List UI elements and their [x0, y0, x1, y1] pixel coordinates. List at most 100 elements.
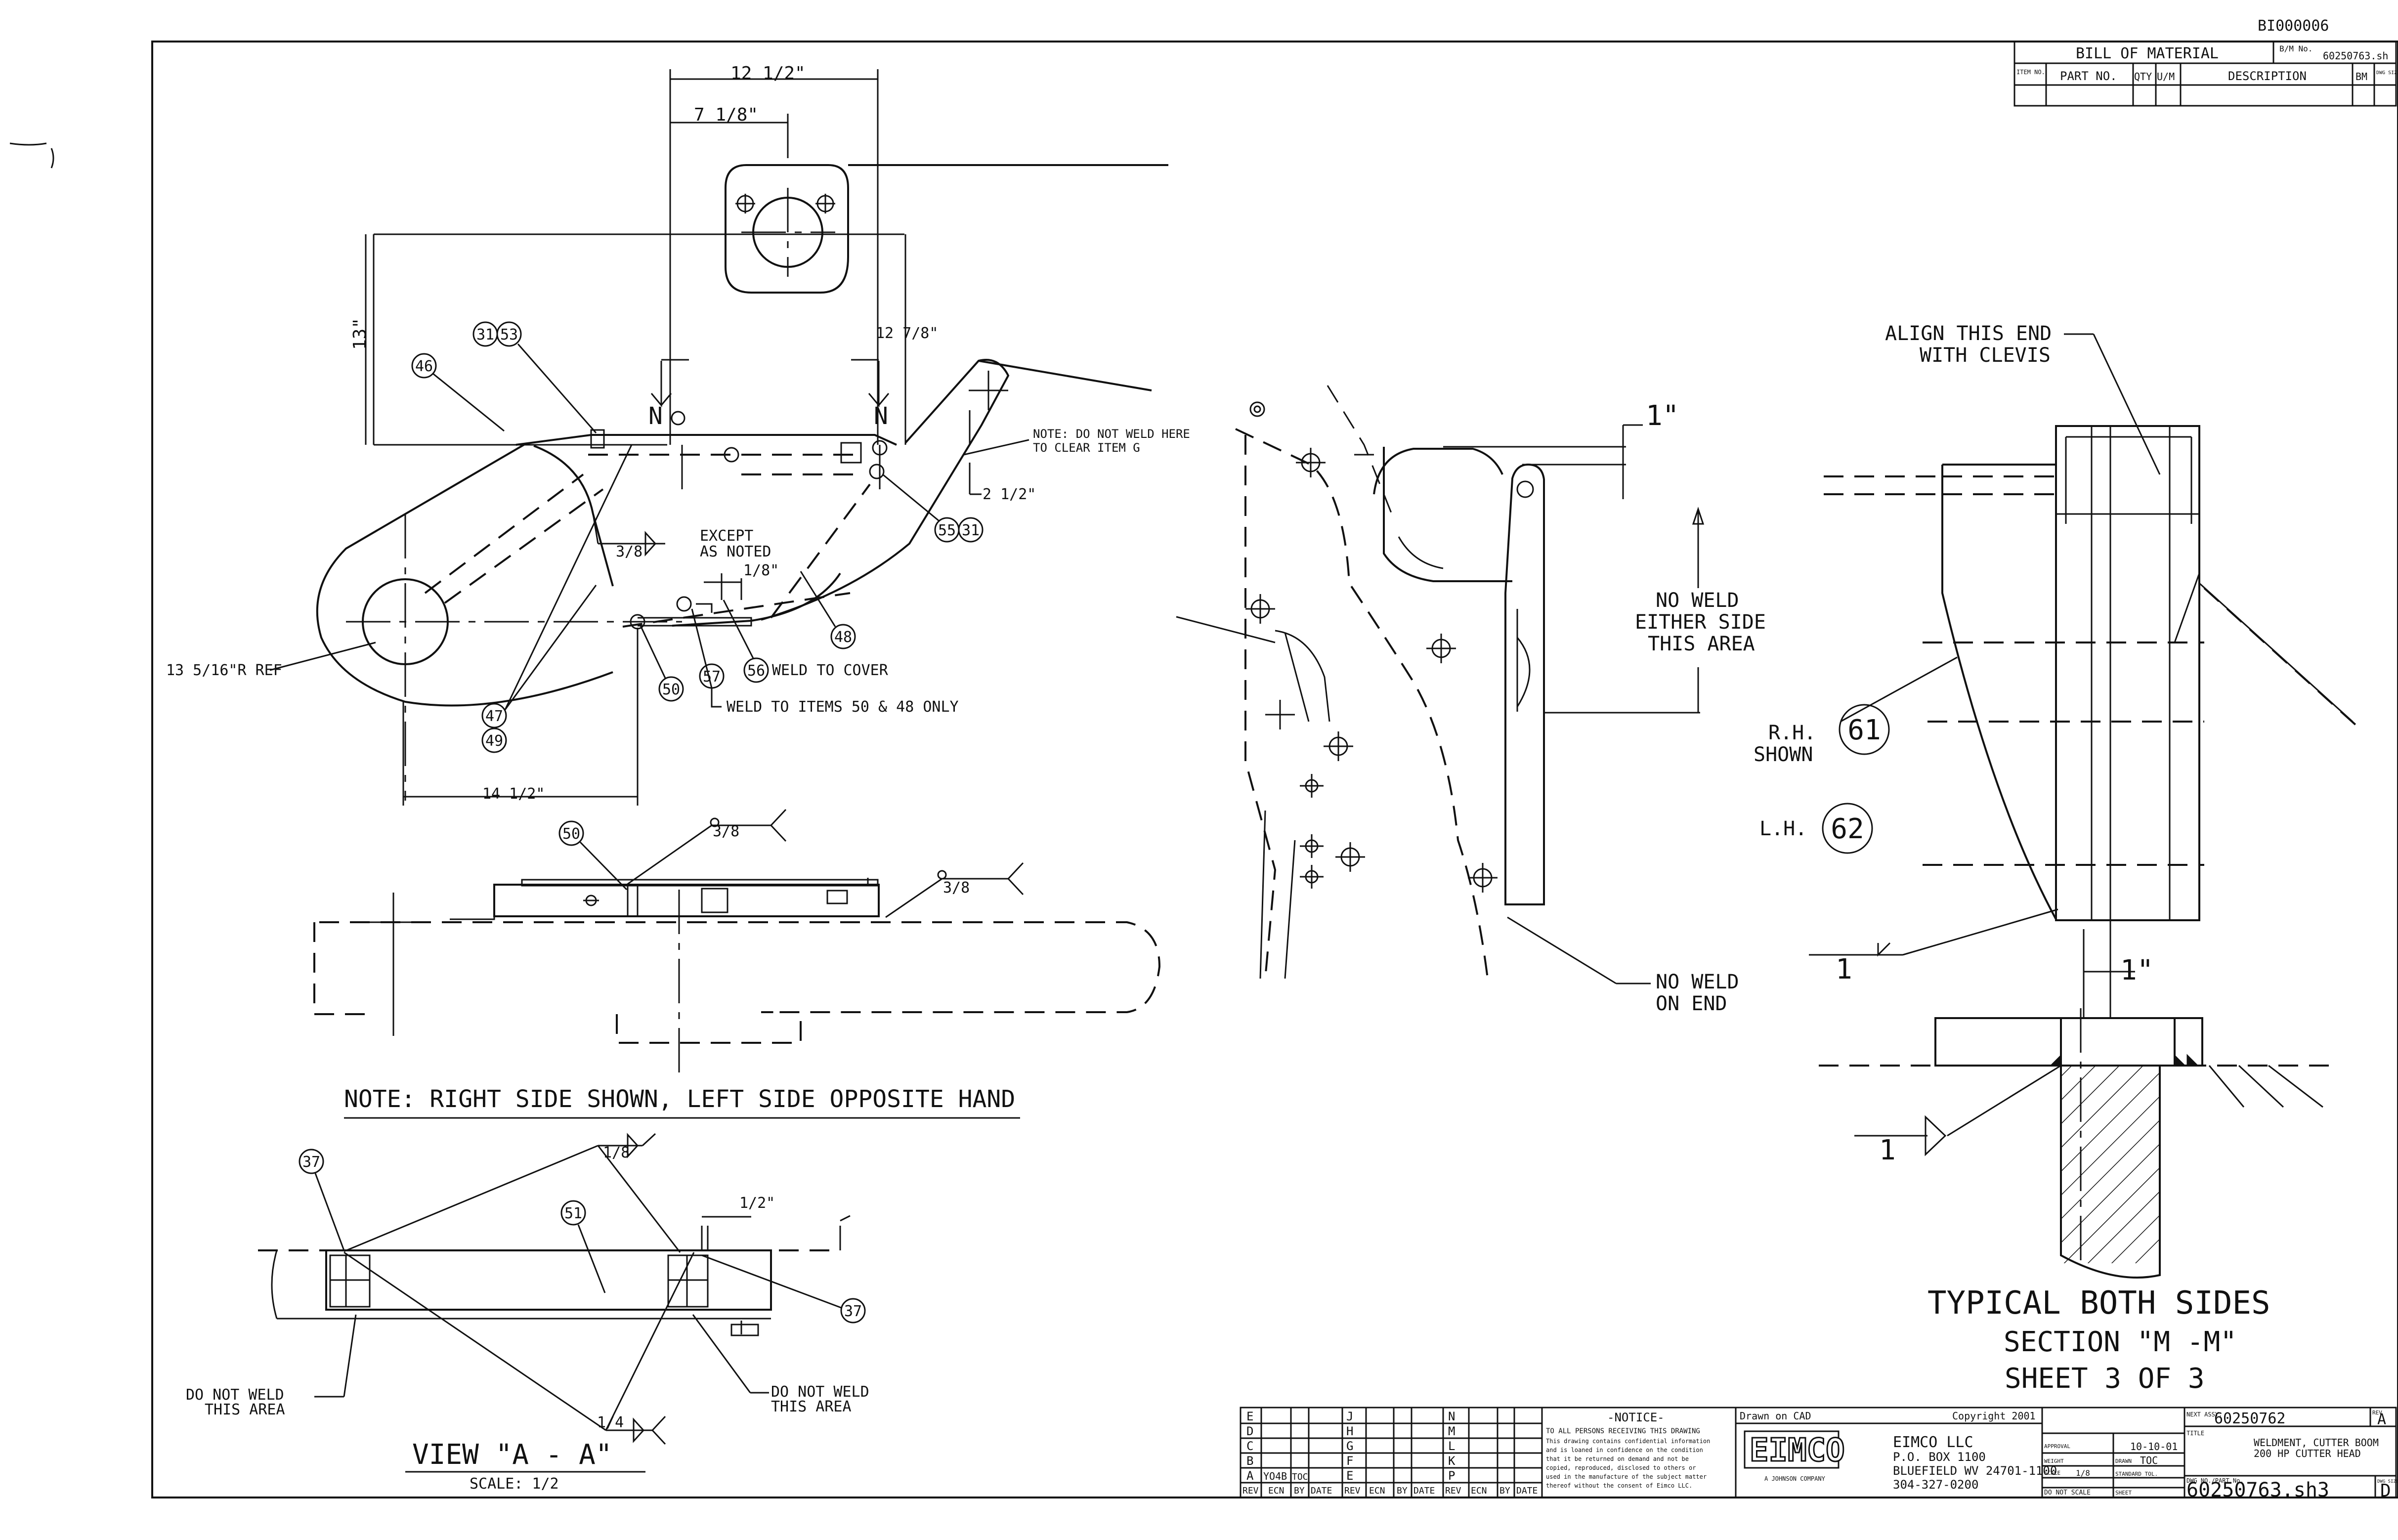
- rev-header-ecn-3: ECN: [1471, 1486, 1487, 1496]
- notice-line-1: TO ALL PERSONS RECEIVING THIS DRAWING: [1546, 1427, 1700, 1435]
- note-align-2: WITH CLEVIS: [1920, 344, 2051, 367]
- dim-1-2-view-a: 1/2": [739, 1195, 775, 1212]
- drawing-border: [151, 41, 2398, 1498]
- rev-letter-m: M: [1448, 1424, 1455, 1438]
- note-do-not-weld-left-1: DO NOT WELD: [186, 1386, 284, 1404]
- bom-title: BILL OF MATERIAL: [2076, 45, 2219, 62]
- bom-col-item: ITEM NO.: [2016, 69, 2045, 76]
- dwg-size-label: DWG SIZE: [2377, 1479, 2398, 1484]
- weld-3-8-side-right: 3/8: [943, 879, 970, 897]
- rev-letter-d: D: [1246, 1424, 1253, 1438]
- rev-letter-j: J: [1346, 1410, 1353, 1423]
- balloon-53: [496, 321, 522, 347]
- bom-no-label: B/M No.: [2279, 44, 2312, 53]
- balloon-46-label: 46: [415, 358, 433, 375]
- title-line-1: WELDMENT, CUTTER BOOM: [2254, 1437, 2379, 1449]
- balloon-56: [743, 657, 769, 683]
- rev-value: A: [2377, 1411, 2386, 1428]
- dwg-no-label: DWG NO./PART No.: [2186, 1477, 2244, 1484]
- note-right-side-shown: NOTE: RIGHT SIDE SHOWN, LEFT SIDE OPPOSI…: [344, 1085, 1015, 1113]
- balloon-37-left-label: 37: [302, 1154, 320, 1171]
- company-phone: 304-327-0200: [1893, 1478, 1978, 1492]
- rev-header-by-3: BY: [1499, 1486, 1510, 1496]
- scale-label: SCALE: [2044, 1470, 2060, 1476]
- sheet-label: SHEET: [2115, 1490, 2132, 1496]
- side-view: 50 3/8 3/8 NOTE: RIGHT SIDE SHOWN, LEFT …: [313, 809, 1161, 1119]
- note-no-weld-1: NO WELD: [1656, 589, 1739, 612]
- balloon-57-label: 57: [703, 668, 721, 685]
- balloon-49-label: 49: [485, 732, 503, 750]
- view-a-a-scale: SCALE: 1/2: [470, 1475, 559, 1493]
- caption-sheet: SHEET 3 OF 3: [2005, 1363, 2205, 1395]
- next-assy-value: 60250762: [2214, 1410, 2286, 1427]
- balloon-50-side: [558, 820, 584, 846]
- eimco-logo-sub: A JOHNSON COMPANY: [1764, 1475, 1826, 1482]
- balloon-50: [658, 676, 684, 702]
- note-except: EXCEPT: [700, 527, 753, 545]
- label-rh: R.H.: [1768, 722, 1816, 744]
- notice-block: -NOTICE- TO ALL PERSONS RECEIVING THIS D…: [1541, 1407, 1737, 1498]
- dim-1-middle: 1": [1646, 400, 1679, 432]
- balloon-47-label: 47: [485, 708, 503, 725]
- company-block: Drawn on CAD Copyright 2001 EIMCO A JOHN…: [1735, 1407, 2057, 1498]
- rev-letter-e2: E: [1346, 1469, 1353, 1483]
- note-no-weld-2: EITHER SIDE: [1635, 611, 1766, 634]
- note-do-not-weld-here: NOTE: DO NOT WELD HERE: [1033, 427, 1190, 441]
- bom-col-dwgsize: DWG SIZE: [2376, 70, 2398, 76]
- view-a-a-title: VIEW "A - A": [412, 1439, 612, 1471]
- rev-header-rev-3: REV: [1445, 1486, 1461, 1496]
- balloon-48: [830, 624, 856, 649]
- drawn-on-cad: Drawn on CAD: [1740, 1410, 1811, 1422]
- note-do-not-weld-right-2: THIS AREA: [771, 1398, 852, 1415]
- section-mark-n-left: N: [648, 402, 663, 430]
- balloon-31-top-label: 31: [476, 326, 494, 343]
- rev-header-rev-1: REV: [1242, 1486, 1259, 1496]
- balloon-37-right-label: 37: [844, 1303, 862, 1320]
- dwg-size-value: D: [2380, 1481, 2391, 1501]
- weld-1-section-bottom: 1: [1879, 1134, 1896, 1166]
- notice-line-2: This drawing contains confidential infor…: [1546, 1438, 1710, 1445]
- note-no-weld-end-1: NO WELD: [1656, 971, 1739, 993]
- rev-header-by-2: BY: [1397, 1486, 1408, 1496]
- section-mark-n-right: N: [874, 402, 888, 430]
- margin-mark: [9, 142, 54, 169]
- title-label: TITLE: [2186, 1430, 2204, 1437]
- approval-label: APPROVAL: [2044, 1443, 2070, 1450]
- dim-12-1-2: 12 1/2": [730, 63, 806, 84]
- rev-a-by: TOC: [1292, 1472, 1308, 1482]
- balloon-49: [481, 727, 507, 753]
- rev-header-ecn-1: ECN: [1268, 1486, 1285, 1496]
- note-align-1: ALIGN THIS END: [1885, 322, 2052, 345]
- notice-line-6: used in the manufacture of the subject m…: [1546, 1473, 1707, 1480]
- rev-letter-k: K: [1448, 1454, 1456, 1468]
- balloon-51: [560, 1200, 586, 1226]
- balloon-56-label: 56: [747, 662, 765, 680]
- eimco-logo: [1744, 1430, 1840, 1469]
- notice-line-3: and is loaned in confidence on the condi…: [1546, 1447, 1703, 1454]
- dim-12-7-8: 12 7/8": [876, 325, 938, 342]
- revision-block: E D C B A YO4B TOC J H G F E N M L K P R…: [1240, 1407, 1543, 1498]
- rev-letter-g: G: [1346, 1439, 1353, 1453]
- dim-14-1-2: 14 1/2": [482, 785, 545, 803]
- balloon-31-right-label: 31: [962, 522, 980, 539]
- dim-7-1-8: 7 1/8": [694, 105, 758, 125]
- company-box: P.O. BOX 1100: [1893, 1450, 1986, 1464]
- bom-col-bm: BM: [2355, 71, 2367, 83]
- label-rh-shown: SHOWN: [1754, 743, 1813, 766]
- bom-col-description: DESCRIPTION: [2228, 69, 2307, 83]
- dwg-no-value: 60250763.sh3: [2186, 1479, 2329, 1501]
- bom-no: 60250763.sh: [2323, 50, 2388, 62]
- view-a-a: 37 1/2" 1/8 51 37: [186, 1133, 869, 1493]
- title-date: 10-10-01: [2130, 1441, 2178, 1453]
- title-line-2: 200 HP CUTTER HEAD: [2254, 1448, 2361, 1459]
- balloon-31-right: [958, 517, 984, 543]
- rev-a-ecn: YO4B: [1263, 1470, 1287, 1482]
- note-no-weld-3: THIS AREA: [1648, 633, 1755, 655]
- rev-letter-b: B: [1246, 1454, 1253, 1468]
- bom-col-part: PART NO.: [2060, 69, 2117, 83]
- rev-letter-p: P: [1448, 1469, 1455, 1483]
- middle-view: 1" NO WELD EITHER SIDE THIS AREA NO WELD…: [1176, 385, 1766, 1015]
- rev-letter-f: F: [1346, 1454, 1353, 1468]
- dim-13-5-16-ref: 13 5/16"R REF: [166, 662, 282, 679]
